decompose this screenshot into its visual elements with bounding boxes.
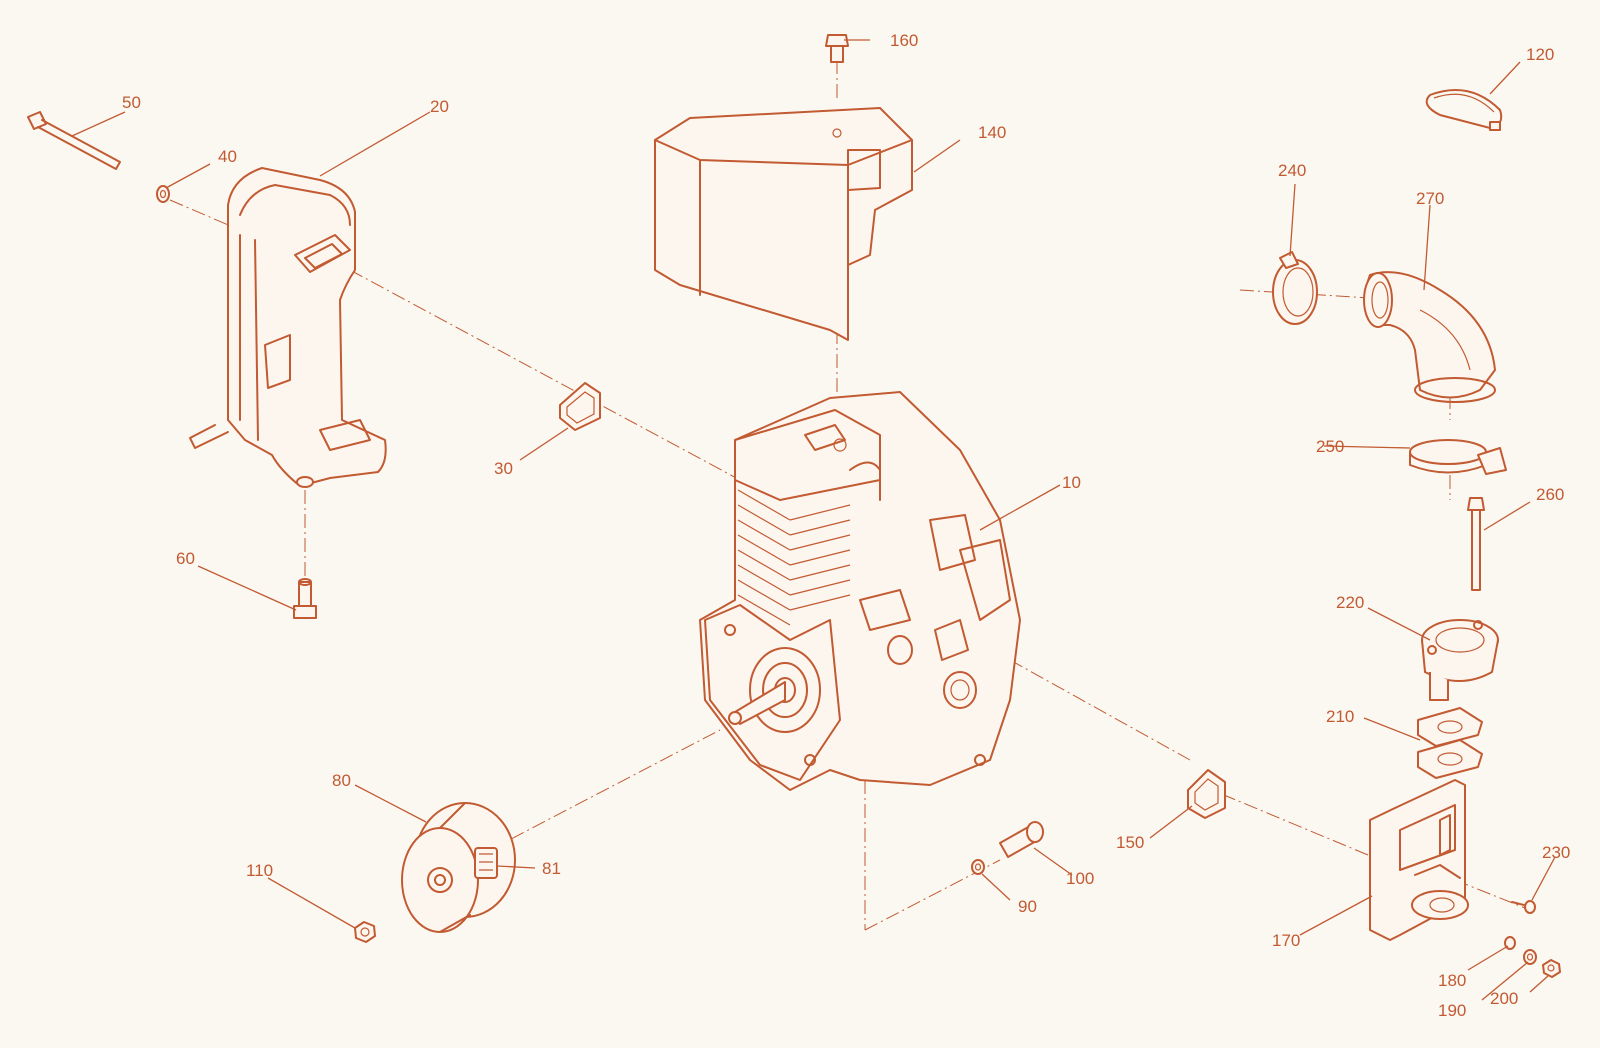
cylinder-cover-part xyxy=(654,107,913,341)
callout-200: 200 xyxy=(1490,989,1518,1008)
callout-210: 210 xyxy=(1326,707,1354,726)
callout-170: 170 xyxy=(1272,931,1300,950)
callout-240: 240 xyxy=(1278,161,1306,180)
callout-60: 60 xyxy=(176,549,195,568)
callout-80: 80 xyxy=(332,771,351,790)
washer-part-190 xyxy=(1523,949,1537,965)
washer-part-90 xyxy=(971,859,985,875)
long-screw-part-260 xyxy=(1467,497,1485,591)
callout-50: 50 xyxy=(122,93,141,112)
callout-100: 100 xyxy=(1066,869,1094,888)
callout-160: 160 xyxy=(890,31,918,50)
short-bolt-part-60 xyxy=(293,578,317,619)
callout-120: 120 xyxy=(1526,45,1554,64)
callout-110: 110 xyxy=(246,861,273,880)
callout-20: 20 xyxy=(430,97,449,116)
bolt-part-100 xyxy=(999,821,1044,858)
callout-10: 10 xyxy=(1062,473,1081,492)
nut-part-110 xyxy=(354,921,376,943)
gasket-part-150 xyxy=(1187,769,1226,819)
callout-90: 90 xyxy=(1018,897,1037,916)
band-clamp-part-250 xyxy=(1409,439,1507,475)
callout-190: 190 xyxy=(1438,1001,1466,1020)
clutch-drum-part xyxy=(401,802,516,933)
callout-140: 140 xyxy=(978,123,1006,142)
small-screw-part-230 xyxy=(1511,900,1536,914)
callout-270: 270 xyxy=(1416,189,1444,208)
callout-81: 81 xyxy=(542,859,561,878)
callout-220: 220 xyxy=(1336,593,1364,612)
washer-part-40 xyxy=(156,185,170,203)
long-bolt-part xyxy=(27,111,121,170)
carburetor-adapter-part-220 xyxy=(1421,619,1499,701)
hose-clamp-part-240 xyxy=(1272,251,1318,325)
leader-lines xyxy=(71,39,1556,1001)
callout-30: 30 xyxy=(494,459,513,478)
gasket-pair-part-210 xyxy=(1417,707,1483,779)
callout-180: 180 xyxy=(1438,971,1466,990)
gasket-part-30 xyxy=(559,382,601,431)
nut-part-200 xyxy=(1542,959,1561,978)
callout-250: 250 xyxy=(1316,437,1344,456)
callout-40: 40 xyxy=(218,147,237,166)
muffler-part xyxy=(189,167,387,488)
engine-block-part xyxy=(699,391,1021,791)
clamp-ring-part-120 xyxy=(1425,89,1503,131)
carburetor-bracket-part-170 xyxy=(1369,779,1469,941)
callout-150: 150 xyxy=(1116,833,1144,852)
top-bolt-part-160 xyxy=(825,34,849,63)
callout-labels: 10 20 30 40 50 60 80 81 90 100 110 120 1… xyxy=(122,31,1570,1020)
intake-elbow-part-270 xyxy=(1363,271,1496,403)
callout-230: 230 xyxy=(1542,843,1570,862)
callout-260: 260 xyxy=(1536,485,1564,504)
assembly-axis-lines xyxy=(169,60,1531,931)
